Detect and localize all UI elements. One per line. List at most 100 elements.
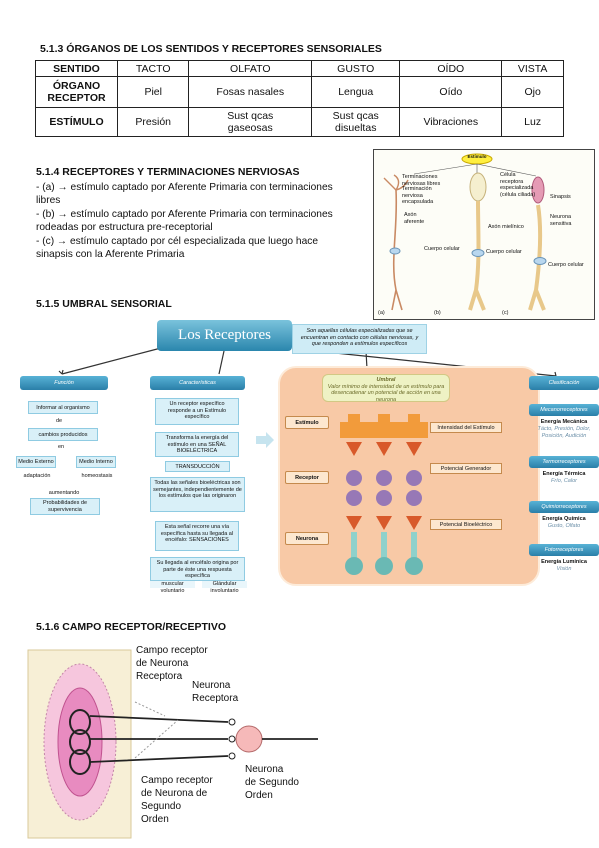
table-cell: Presión	[116, 107, 190, 137]
fig-label: Terminaciones nerviosas libres	[402, 174, 441, 187]
neuron-row-label: Neurona	[285, 532, 329, 545]
label-line: de Neurona de	[141, 788, 208, 799]
funcion-header: Función	[20, 376, 108, 390]
class-box: Fotorreceptores	[529, 544, 599, 556]
clasificacion-header: Clasificación	[529, 376, 599, 390]
class-senses: Gusto, Olfato	[547, 523, 581, 529]
fig-label: Terminación nerviosa encapsulada	[402, 186, 434, 205]
concept-box: Transforma la energía del estímulo en un…	[155, 432, 239, 457]
concept-box: Todas las señales bioeléctricas son seme…	[150, 477, 245, 512]
table-header: SENTIDO	[35, 60, 118, 77]
label-line: Campo receptor	[141, 775, 213, 786]
cell-line: Sust qcas	[332, 110, 379, 122]
concept-box: Esta señal recorre una vía específica ha…	[155, 521, 239, 551]
class-energy: Energía Lumínica	[541, 559, 587, 565]
cell-line: Sust qcas	[227, 110, 274, 122]
fig-label: Sinapsis	[550, 194, 571, 200]
concept-box: cambios producidos	[28, 428, 98, 441]
threshold-illustration	[340, 414, 428, 575]
class-energy: Energía Química	[542, 516, 586, 522]
class-energy: Energía Térmica	[542, 471, 586, 477]
concept-box: Informar al organismo	[28, 401, 98, 414]
connector-word: homeostasis	[81, 473, 113, 479]
table-cell: Piel	[116, 76, 190, 108]
fig-label: Cuerpo celular	[424, 246, 460, 252]
connector-word: de	[56, 418, 63, 424]
section-title-organos: 5.1.3 ÓRGANOS DE LOS SENTIDOS Y RECEPTOR…	[40, 43, 382, 55]
table-cell: Vibraciones	[399, 107, 503, 137]
concept-map-connectors	[58, 347, 557, 448]
text-line: - (b) → estímulo captado por Aferente Pr…	[36, 208, 333, 220]
concept-box: Medio Externo	[16, 456, 56, 468]
definition-box: Son aquellas células especializadas que …	[292, 324, 427, 354]
class-energy: Energía Mecánica	[540, 419, 588, 425]
bioelectric-potential-label: Potencial Bioeléctrico	[430, 519, 502, 530]
table-cell: Lengua	[311, 76, 401, 108]
response-subtype: involuntario	[210, 588, 239, 594]
class-box: Mecanorreceptores	[529, 404, 599, 416]
umbral-heading: Umbral	[376, 377, 396, 383]
table-cell: Luz	[501, 107, 564, 137]
class-box: Termorreceptores	[529, 456, 599, 468]
fig-label: (c)	[502, 310, 509, 316]
class-senses: Frío, Calor	[551, 478, 577, 484]
label-line: Neurona	[245, 764, 284, 775]
section-title-umbral: 5.1.5 UMBRAL SENSORIAL	[36, 298, 172, 310]
umbral-text: Valor mínimo de intensidad de un estímul…	[327, 383, 445, 403]
response-type: Glándular	[202, 581, 247, 588]
table-header: OÍDO	[399, 60, 503, 77]
label-line: Receptora	[136, 671, 183, 682]
caracteristicas-header: Características	[150, 376, 245, 390]
receptor-row-label: Receptor	[285, 471, 329, 484]
row-label-line: ÓRGANO	[52, 80, 101, 92]
row-label-line: RECEPTOR	[47, 92, 106, 104]
text-line: rodeadas por estructura pre-receptorial	[36, 222, 213, 234]
concept-box: Su llegada al encéfalo origina por parte…	[150, 557, 245, 581]
concept-box: TRANSDUCCIÓN	[165, 461, 230, 472]
label-line: Segundo	[141, 801, 182, 812]
fig-label: (a)	[378, 310, 385, 316]
receptors-concept-map: Los Receptores Son aquellas células espe…	[16, 318, 599, 594]
class-box: Quimiorreceptores	[529, 501, 599, 513]
table-header: OLFATO	[188, 60, 313, 77]
connector-word: aumentando	[48, 490, 80, 496]
table-header: GUSTO	[311, 60, 401, 77]
label-line: Receptora	[192, 693, 239, 704]
class-senses: Tácto, Presión, Dolor, Posición, Audició…	[537, 426, 591, 439]
fig-label: Neurona sensitiva	[550, 214, 572, 227]
label-line: Orden	[245, 790, 273, 801]
response-type: muscular	[150, 581, 195, 588]
response-subtype: voluntario	[160, 588, 185, 594]
stimulus-label: Estímulo	[467, 154, 487, 159]
main-concept-box: Los Receptores	[157, 320, 292, 351]
concept-box: Medio Interno	[76, 456, 116, 468]
receptor-types-figure: Estímulo Terminaciones nerviosas libres …	[373, 149, 595, 320]
generator-potential-label: Potencial Generador	[430, 463, 502, 474]
fig-label: Axón mielínico	[488, 224, 524, 230]
nerve-endings-illustration	[383, 153, 547, 311]
class-senses: Visión	[556, 566, 572, 572]
connector-word: en	[58, 444, 65, 450]
cell-line: gaseosas	[227, 122, 273, 134]
table-cell: Fosas nasales	[188, 76, 313, 108]
table-cell: Oído	[399, 76, 503, 108]
receptive-field-illustration	[27, 649, 318, 839]
label-line: Orden	[141, 814, 169, 825]
text-line: - (a) → estímulo captado por Aferente Pr…	[36, 182, 333, 193]
text-line: sinapsis con la Aferente Primaria	[36, 249, 185, 261]
text-line: libres	[36, 195, 61, 207]
fig-label: Cuerpo celular	[486, 249, 522, 255]
label-line: Neurona	[192, 680, 231, 691]
section-title-terminaciones: 5.1.4 RECEPTORES Y TERMINACIONES NERVIOS…	[36, 166, 300, 178]
table-row: SENTIDO TACTO OLFATO GUSTO OÍDO VISTA	[35, 60, 564, 77]
